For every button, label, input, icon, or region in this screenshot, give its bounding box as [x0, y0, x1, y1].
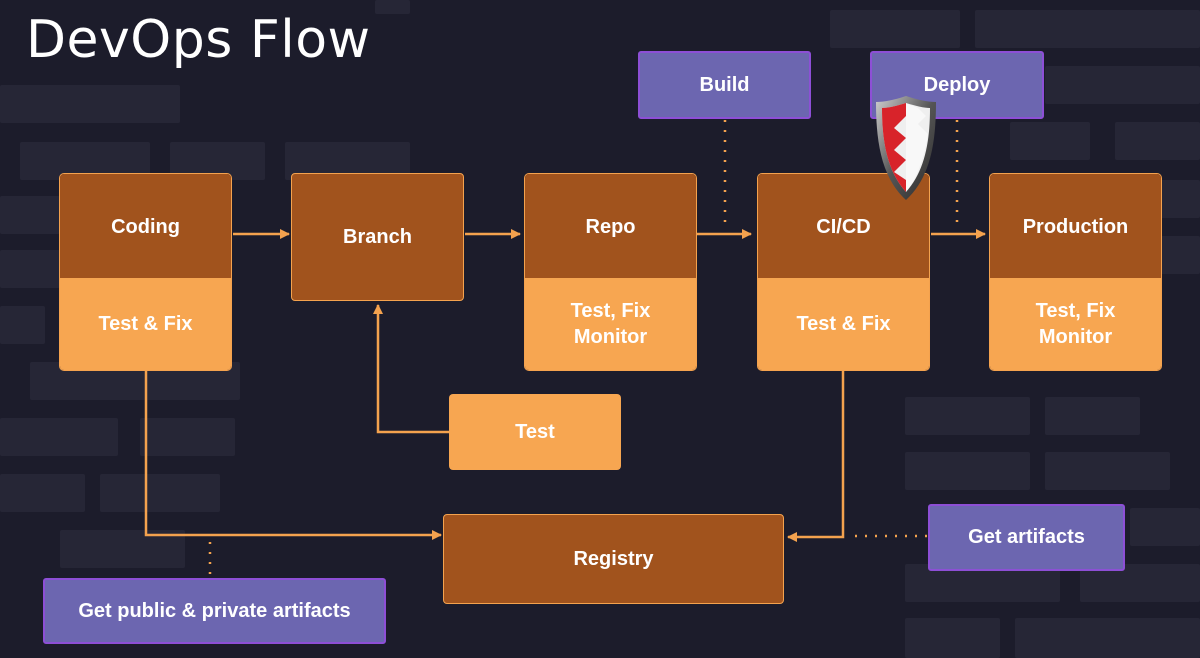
node-production[interactable]: Production Test, Fix Monitor	[989, 173, 1162, 371]
callout-deploy[interactable]: Deploy	[870, 51, 1044, 119]
node-coding[interactable]: Coding Test & Fix	[59, 173, 232, 371]
shield-icon	[876, 96, 936, 200]
arrow-test-branch	[373, 304, 449, 434]
arrow-coding-registry	[144, 371, 442, 540]
node-repo-title: Repo	[525, 174, 696, 280]
node-repo[interactable]: Repo Test, Fix Monitor	[524, 173, 697, 371]
callout-build[interactable]: Build	[638, 51, 811, 119]
node-test[interactable]: Test	[449, 394, 621, 470]
node-coding-subtitle: Test & Fix	[60, 278, 231, 370]
arrow-cicd-registry	[787, 371, 845, 542]
node-coding-title: Coding	[60, 174, 231, 280]
node-repo-subtitle: Test, Fix Monitor	[525, 278, 696, 370]
callout-get-artifacts[interactable]: Get artifacts	[928, 504, 1125, 571]
callout-get-public-private-artifacts[interactable]: Get public & private artifacts	[43, 578, 386, 644]
node-branch[interactable]: Branch	[291, 173, 464, 301]
node-production-title: Production	[990, 174, 1161, 280]
node-production-subtitle: Test, Fix Monitor	[990, 278, 1161, 370]
node-registry[interactable]: Registry	[443, 514, 784, 604]
page-title: DevOps Flow	[26, 10, 371, 70]
node-cicd-subtitle: Test & Fix	[758, 278, 929, 370]
node-cicd[interactable]: CI/CD Test & Fix	[757, 173, 930, 371]
